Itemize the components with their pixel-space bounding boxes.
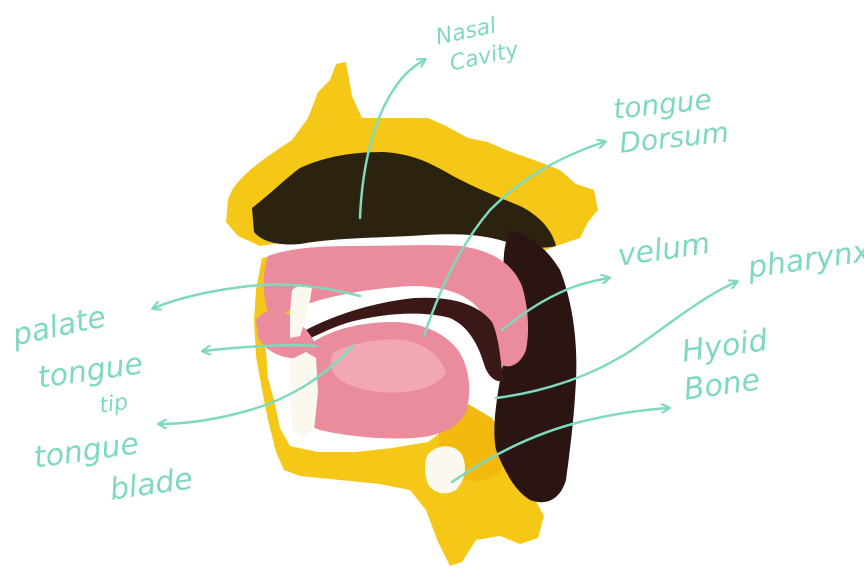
label-tongue-tip-line2: tip xyxy=(98,392,129,418)
lower-tooth xyxy=(290,352,318,438)
hyoid-bone-shape xyxy=(425,446,465,493)
